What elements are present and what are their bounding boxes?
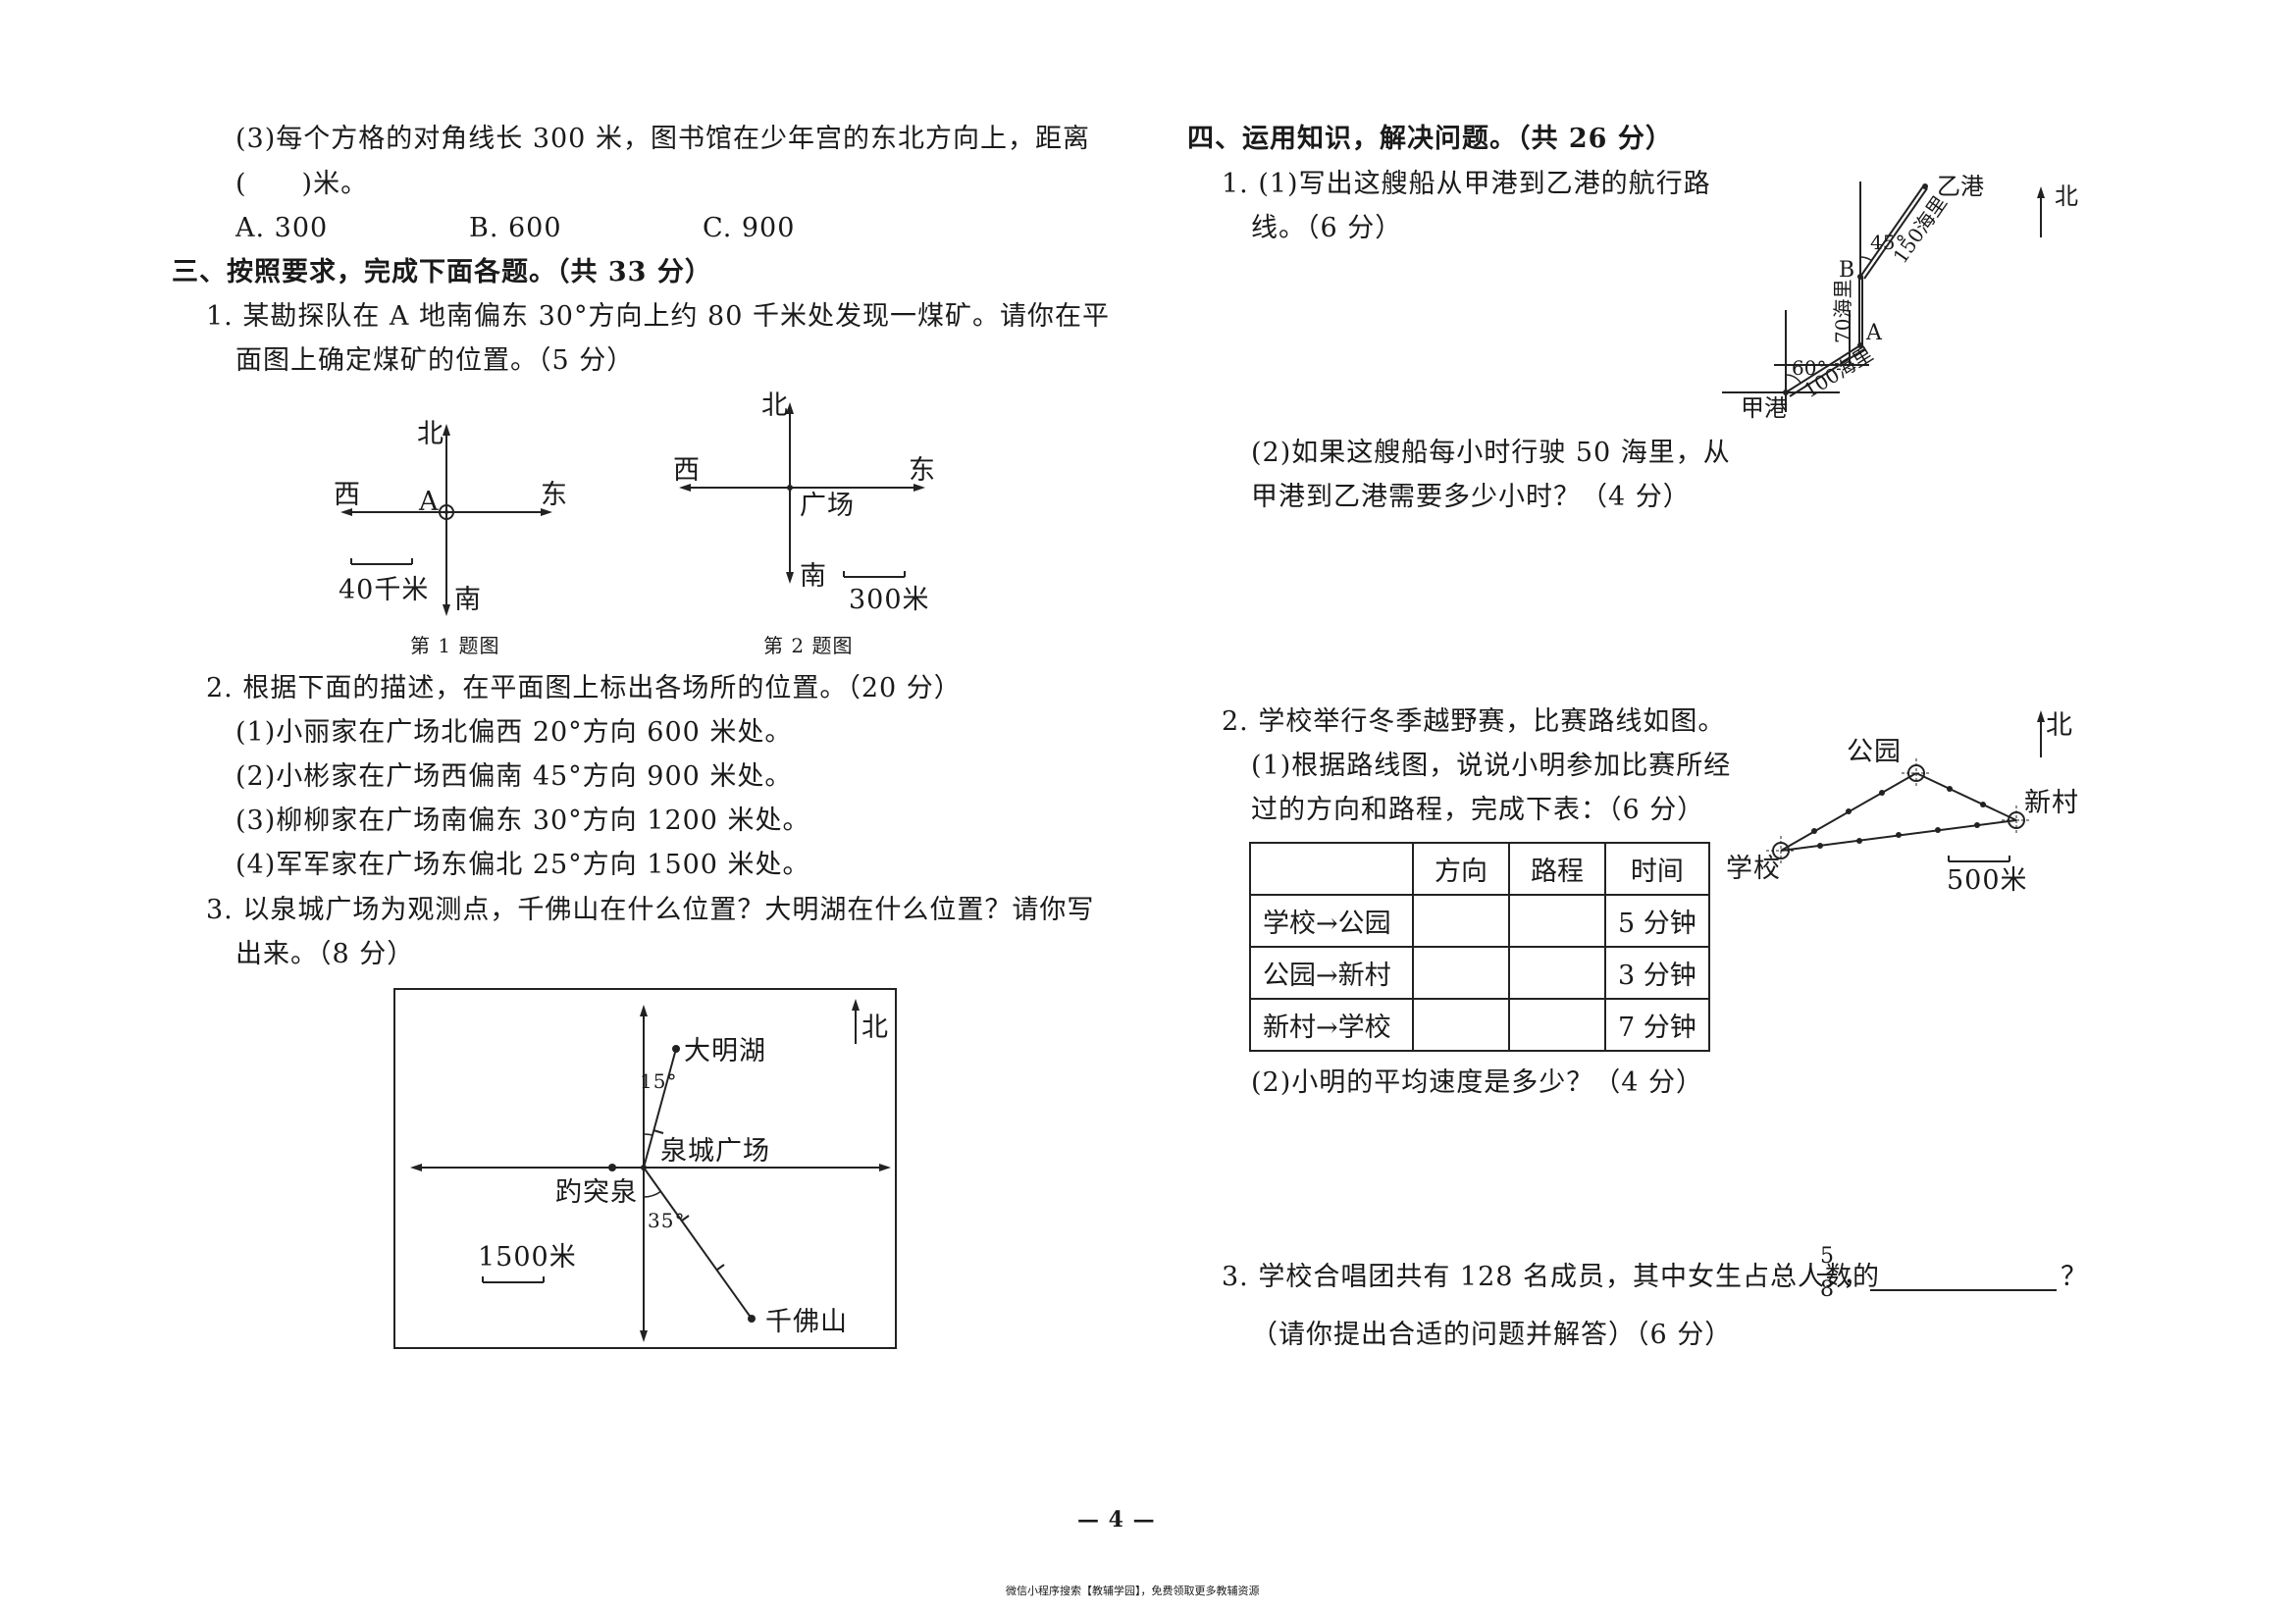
ship-angle-60: 60° [1792, 356, 1826, 380]
q2-sub1-line2: 过的方向和路程，完成下表：（6 分） [1251, 795, 1705, 825]
table-cell: 5 分钟 [1604, 894, 1710, 948]
answer-blank[interactable] [1870, 1289, 2057, 1291]
table-cell-input[interactable] [1508, 894, 1606, 948]
school-label: 学校 [1726, 854, 1781, 884]
fig3-north-label: 北 [861, 1013, 889, 1043]
table-cell-input[interactable] [1508, 946, 1606, 1000]
fig2-east-label: 东 [909, 455, 936, 486]
dist-70-label: 70海里 [1831, 280, 1854, 343]
fig3-angle-15: 15° [640, 1069, 678, 1093]
table-row: 学校→公园 5 分钟 [1249, 894, 1710, 948]
section-4-title: 四、运用知识，解决问题。（共 26 分） [1187, 124, 1673, 154]
table-header: 路程 [1508, 842, 1606, 896]
q3-blank: ( )米。 [235, 169, 369, 199]
problem-3-line2: 出来。（8 分） [235, 939, 415, 969]
port-b-label: 乙港 [1937, 173, 1984, 200]
ship-angle-45: 45° [1870, 231, 1905, 254]
fig2-west-label: 西 [673, 455, 701, 486]
section-3-title: 三、按照要求，完成下面各题。（共 33 分） [172, 257, 712, 287]
port-a-label: 甲港 [1741, 394, 1788, 422]
q3-prefix: 3. 学校合唱团共有 128 名成员，其中女生占总人数的 [1222, 1262, 1881, 1292]
table-header [1249, 842, 1414, 896]
problem-1-line1: 1. 某勘探队在 A 地南偏东 30°方向上约 80 千米处发现一煤矿。请你在平 [206, 301, 1110, 332]
fig2-north-label: 北 [761, 390, 789, 421]
fraction-denominator: 8 [1820, 1277, 1834, 1302]
fig2-caption: 第 2 题图 [763, 634, 854, 657]
option-a: A. 300 [235, 213, 329, 243]
table-cell: 7 分钟 [1604, 998, 1710, 1052]
option-b: B. 600 [469, 213, 562, 243]
table-cell-input[interactable] [1508, 998, 1606, 1052]
q3-line2: （请你提出合适的问题并解答）（6 分） [1251, 1320, 1733, 1350]
q3-comma: ， [1843, 1262, 1870, 1292]
problem-2-item-3: (3)柳柳家在广场南偏东 30°方向 1200 米处。 [235, 806, 810, 836]
problem-3-line1: 3. 以泉城广场为观测点，千佛山在什么位置？大明湖在什么位置？请你写 [206, 895, 1095, 925]
park-label: 公园 [1847, 737, 1902, 767]
table-cell-input[interactable] [1412, 998, 1510, 1052]
fig1-west-label: 西 [334, 480, 361, 510]
fig3-scale-label: 1500米 [478, 1242, 577, 1273]
option-c: C. 900 [703, 213, 796, 243]
q1-line1: 1. (1)写出这艘船从甲港到乙港的航行路 [1222, 169, 1711, 199]
problem-2-item-4: (4)军军家在广场东偏北 25°方向 1500 米处。 [235, 850, 810, 880]
q1-line2: 线。（6 分） [1251, 213, 1403, 243]
route-north-label: 北 [2046, 710, 2073, 741]
problem-2-line1: 2. 根据下面的描述，在平面图上标出各场所的位置。（20 分） [206, 673, 962, 703]
q2-sub2: (2)小明的平均速度是多少？（4 分） [1251, 1067, 1704, 1098]
fig3-lake-label: 大明湖 [684, 1036, 766, 1066]
table-row: 公园→新村 3 分钟 [1249, 946, 1710, 1000]
fig2-center-label: 广场 [800, 491, 855, 521]
fig1-east-label: 东 [541, 480, 568, 510]
fig1-caption: 第 1 题图 [410, 634, 500, 657]
page-number: — 4 — [1077, 1507, 1156, 1533]
table-cell: 新村→学校 [1249, 998, 1414, 1052]
ship-north-label: 北 [2055, 182, 2078, 210]
q1-sub2-line1: (2)如果这艘船每小时行驶 50 海里，从 [1251, 438, 1731, 468]
q3-option-text: (3)每个方格的对角线长 300 米，图书馆在少年宫的东北方向上，距离 [235, 124, 1090, 154]
table-row: 新村→学校 7 分钟 [1249, 998, 1710, 1052]
fig1-point-a: A [419, 487, 440, 517]
q2-line1: 2. 学校举行冬季越野赛，比赛路线如图。 [1222, 706, 1726, 737]
fig3-mountain-label: 千佛山 [765, 1307, 848, 1337]
problem-1-line2: 面图上确定煤矿的位置。（5 分） [235, 345, 635, 376]
point-b-label: B [1839, 258, 1854, 283]
fig1-scale-label: 40千米 [339, 575, 430, 605]
table-header: 时间 [1604, 842, 1710, 896]
figure-3-map [393, 988, 897, 1349]
figure-2-compass [679, 402, 925, 584]
table-cell-input[interactable] [1412, 946, 1510, 1000]
table-cell-input[interactable] [1412, 894, 1510, 948]
q1-sub2-line2: 甲港到乙港需要多少小时？（4 分） [1251, 482, 1691, 512]
table-cell: 3 分钟 [1604, 946, 1710, 1000]
table-header-row: 方向 路程 时间 [1249, 842, 1710, 896]
race-route-diagram [1766, 710, 2045, 865]
fig2-south-label: 南 [800, 561, 827, 592]
table-header: 方向 [1412, 842, 1510, 896]
table-cell: 公园→新村 [1249, 946, 1414, 1000]
fig3-spring-label: 趵突泉 [555, 1177, 638, 1208]
fig3-square-label: 泉城广场 [660, 1136, 770, 1167]
q2-sub1-line1: (1)根据路线图，说说小明参加比赛所经 [1251, 751, 1732, 781]
point-a-label: A [1865, 321, 1883, 345]
route-table: 方向 路程 时间 学校→公园 5 分钟 公园→新村 3 分钟 新村→学校 7 分… [1249, 842, 1710, 1052]
q3-question-mark: ？ [2061, 1262, 2088, 1292]
footer-note: 微信小程序搜索【教辅学园】，免费领取更多教辅资源 [1006, 1585, 1260, 1597]
fig2-scale-label: 300米 [849, 585, 930, 615]
route-scale-label: 500米 [1947, 865, 2028, 896]
fraction-numerator: 5 [1820, 1244, 1834, 1269]
problem-2-item-2: (2)小彬家在广场西偏南 45°方向 900 米处。 [235, 761, 793, 792]
fig3-angle-35: 35° [648, 1209, 686, 1232]
village-label: 新村 [2024, 788, 2079, 818]
fig1-north-label: 北 [417, 419, 444, 449]
ship-route-diagram: 乙港 北 45° B A 60° 甲港 100海里 70海里 150海里 [1722, 173, 2078, 422]
fig1-south-label: 南 [454, 585, 482, 615]
fraction-bar [1817, 1274, 1837, 1275]
figure-1-compass [340, 424, 552, 616]
table-cell: 学校→公园 [1249, 894, 1414, 948]
problem-2-item-1: (1)小丽家在广场北偏西 20°方向 600 米处。 [235, 717, 793, 748]
